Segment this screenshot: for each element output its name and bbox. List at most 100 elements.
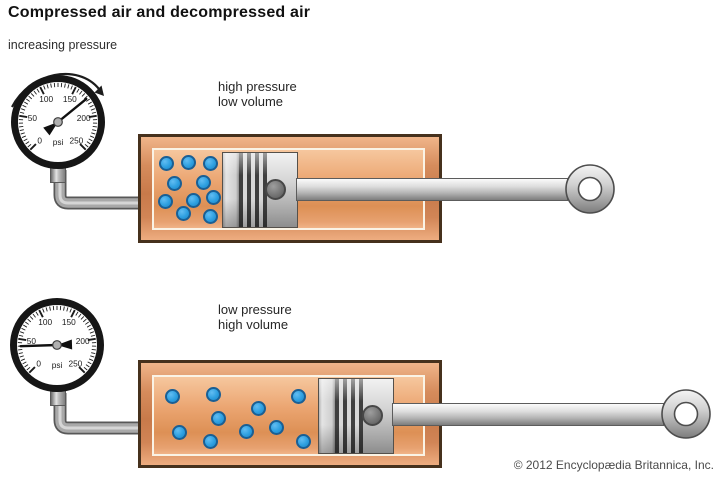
gauge-tick bbox=[22, 361, 27, 365]
gauge-tick bbox=[84, 143, 89, 148]
gauge-tick bbox=[18, 352, 23, 354]
copyright-notice: © 2012 Encyclopædia Britannica, Inc. bbox=[513, 458, 714, 472]
gauge-tick bbox=[88, 114, 97, 119]
gauge-tick bbox=[38, 309, 44, 318]
figure-title: Compressed air and decompressed air bbox=[8, 4, 311, 21]
gauge-tick bbox=[90, 334, 96, 337]
gauge-tick bbox=[83, 366, 88, 371]
gauge-tick bbox=[63, 306, 65, 311]
gauge-tick bbox=[87, 337, 96, 342]
gauge-pipe-bottom bbox=[53, 393, 150, 435]
gauge-tick bbox=[90, 108, 96, 111]
gauge-tick bbox=[92, 125, 97, 128]
gauge-tick bbox=[78, 366, 86, 374]
gauge-tick bbox=[30, 93, 35, 97]
gauge-tick-label: 0 bbox=[37, 135, 42, 145]
gauge-tick bbox=[36, 88, 40, 93]
gauge-tick-label: 250 bbox=[69, 135, 83, 145]
gauge-tick bbox=[89, 331, 95, 334]
gauge-unit-label: psi bbox=[52, 360, 63, 370]
gauge-tick bbox=[90, 355, 95, 358]
gauge-tick bbox=[28, 366, 36, 374]
gauge-tick bbox=[85, 364, 90, 368]
gauge-tick-label: 200 bbox=[77, 113, 91, 123]
caption-bottom: low pressure high volume bbox=[218, 302, 292, 332]
rod-eyelet-bottom bbox=[661, 389, 711, 439]
gauge-tick bbox=[91, 348, 96, 351]
gauge-tick bbox=[26, 366, 31, 371]
gauge-tick bbox=[27, 318, 32, 323]
gauge-tick bbox=[20, 132, 25, 135]
gauge-tick bbox=[26, 98, 30, 102]
gauge-tick bbox=[85, 321, 89, 325]
gauge-tick bbox=[19, 129, 24, 131]
gauge-tick-label: 100 bbox=[38, 317, 52, 327]
gauge-tick bbox=[28, 95, 33, 100]
gauge-tick bbox=[89, 135, 95, 138]
gauge-tick bbox=[80, 316, 85, 320]
gauge-tick bbox=[21, 135, 27, 138]
gauge-tick bbox=[42, 308, 45, 313]
gauge-tick bbox=[19, 331, 25, 334]
gauge-tick bbox=[19, 125, 24, 128]
gauge-tick bbox=[88, 358, 94, 361]
gauge-tick bbox=[86, 324, 91, 328]
increasing-pressure-label: increasing pressure bbox=[8, 38, 118, 52]
gauge-tick bbox=[50, 83, 52, 88]
gauge-tick bbox=[91, 132, 96, 135]
gauge-tick-label: 150 bbox=[63, 94, 77, 104]
gauge-tick bbox=[23, 324, 28, 328]
gauge-tick bbox=[87, 101, 92, 105]
gauge-tick-label: 100 bbox=[39, 94, 53, 104]
gauge-tick bbox=[86, 98, 90, 102]
gauge-needle bbox=[19, 343, 59, 348]
gauge-tick-label: 200 bbox=[76, 336, 90, 346]
gauge-tick bbox=[43, 85, 46, 90]
gauge-tick bbox=[45, 307, 48, 312]
gauge-tick bbox=[23, 138, 28, 142]
gauge-tick bbox=[33, 90, 37, 95]
gauge-pivot bbox=[52, 340, 62, 350]
gauge-tick bbox=[35, 311, 39, 316]
piston-top bbox=[222, 152, 298, 228]
gauge-tick bbox=[25, 321, 29, 325]
gauge-tick bbox=[76, 88, 80, 93]
caption-bottom-line2: high volume bbox=[218, 317, 289, 332]
gauge-tick bbox=[89, 104, 94, 108]
gauge-tick bbox=[19, 114, 28, 119]
gauge-tick bbox=[39, 86, 45, 95]
gauge-tick bbox=[75, 311, 79, 316]
gauge-needle-tail bbox=[57, 339, 73, 350]
gauge-tick bbox=[79, 143, 87, 151]
gauge-tick bbox=[18, 334, 24, 337]
piston-pin-bottom bbox=[362, 405, 383, 426]
caption-top: high pressure low volume bbox=[218, 79, 297, 109]
gauge-tick bbox=[88, 138, 93, 142]
piston-rod-bottom bbox=[392, 403, 664, 426]
gauge-tick bbox=[18, 337, 27, 342]
gauge-tick bbox=[70, 85, 73, 90]
gauge-tick bbox=[66, 307, 69, 312]
gauge-tick bbox=[20, 108, 26, 111]
gauge-pipe-top bbox=[53, 170, 150, 210]
gauge-tick bbox=[46, 84, 49, 89]
gauge-tick bbox=[25, 141, 30, 145]
gauge-unit-label: psi bbox=[53, 137, 64, 147]
gauge-tick-label: 50 bbox=[27, 336, 37, 346]
gauge-tick bbox=[91, 352, 96, 354]
piston-rings-top bbox=[223, 153, 267, 227]
gauge-tick bbox=[19, 355, 24, 358]
gauge-tick bbox=[69, 308, 72, 313]
gauge-tick bbox=[70, 309, 76, 318]
piston-rings-bottom bbox=[319, 379, 363, 453]
gauge-tick-label: 250 bbox=[68, 358, 82, 368]
gauge-tick bbox=[67, 84, 70, 89]
gauge-tick bbox=[22, 104, 27, 108]
gauge-tick bbox=[29, 143, 37, 151]
gauge-tick-label: 150 bbox=[62, 317, 76, 327]
gauge-tick bbox=[29, 316, 34, 320]
caption-bottom-line1: low pressure bbox=[218, 302, 292, 317]
